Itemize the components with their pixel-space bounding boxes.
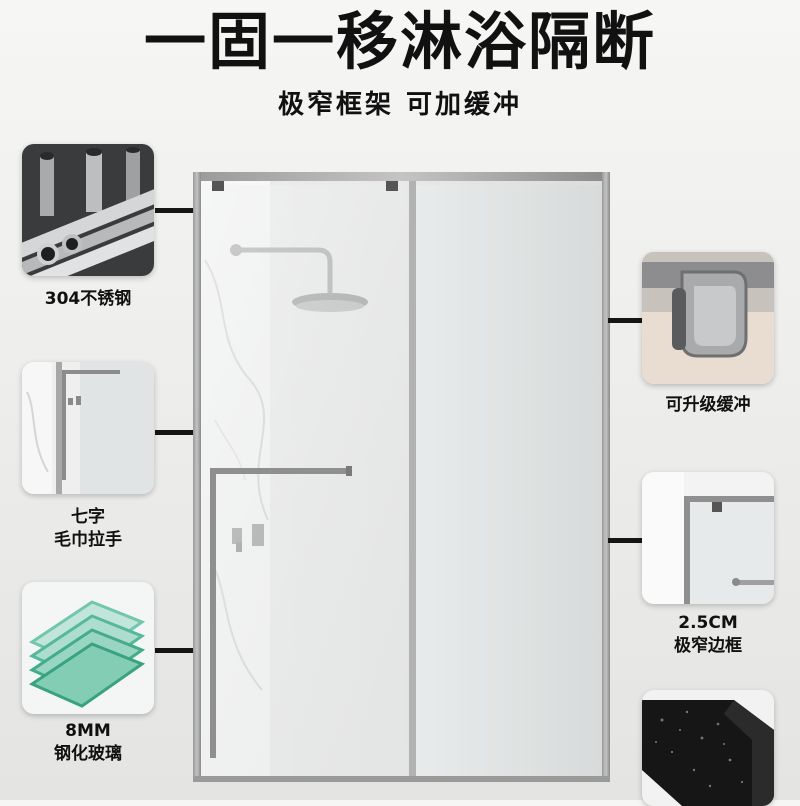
narrow-frame-icon xyxy=(642,472,774,604)
feature-thumb-steel xyxy=(22,144,154,276)
feature-label-handle-line2: 毛巾拉手 xyxy=(54,530,122,550)
feature-label-frame-line2: 极窄边框 xyxy=(674,636,742,656)
feature-label-handle: 七字 毛巾拉手 xyxy=(22,506,154,552)
towel-bar-handle xyxy=(210,466,352,758)
feature-label-glass: 8MM 钢化玻璃 xyxy=(22,720,154,766)
feature-label-frame-line1: 2.5CM xyxy=(678,613,738,633)
feature-thumb-black-profile xyxy=(642,690,774,806)
steel-tubes-icon xyxy=(22,144,154,276)
feature-label-handle-line1: 七字 xyxy=(71,507,105,527)
connector-right-1 xyxy=(608,318,642,323)
connector-left-3 xyxy=(155,648,193,653)
connector-left-2 xyxy=(155,430,193,435)
roller-right xyxy=(386,181,398,191)
fixed-glass-panel xyxy=(414,185,604,777)
shower-frame xyxy=(193,172,610,782)
feature-label-frame: 2.5CM 极窄边框 xyxy=(642,612,774,658)
feature-thumb-handle xyxy=(22,362,154,494)
black-profile-icon xyxy=(642,690,774,806)
feature-label-steel: 304不锈钢 xyxy=(44,289,132,309)
feature-label-buffer: 可升级缓冲 xyxy=(665,395,751,415)
connector-left-1 xyxy=(155,208,193,213)
buffer-bracket-icon xyxy=(642,252,774,384)
feature-label-glass-line2: 钢化玻璃 xyxy=(54,744,122,764)
feature-label-glass-line1: 8MM xyxy=(65,721,111,741)
feature-thumb-buffer xyxy=(642,252,774,384)
sliding-glass-panel xyxy=(200,185,410,777)
tempered-glass-icon xyxy=(22,582,154,714)
towel-handle-icon xyxy=(22,362,154,494)
page-subtitle: 极窄框架 可加缓冲 xyxy=(277,90,523,120)
feature-thumb-glass xyxy=(22,582,154,714)
connector-right-2 xyxy=(608,538,642,543)
page-title: 一固一移淋浴隔断 xyxy=(143,5,656,78)
feature-thumb-frame xyxy=(642,472,774,604)
roller-left xyxy=(212,181,224,191)
